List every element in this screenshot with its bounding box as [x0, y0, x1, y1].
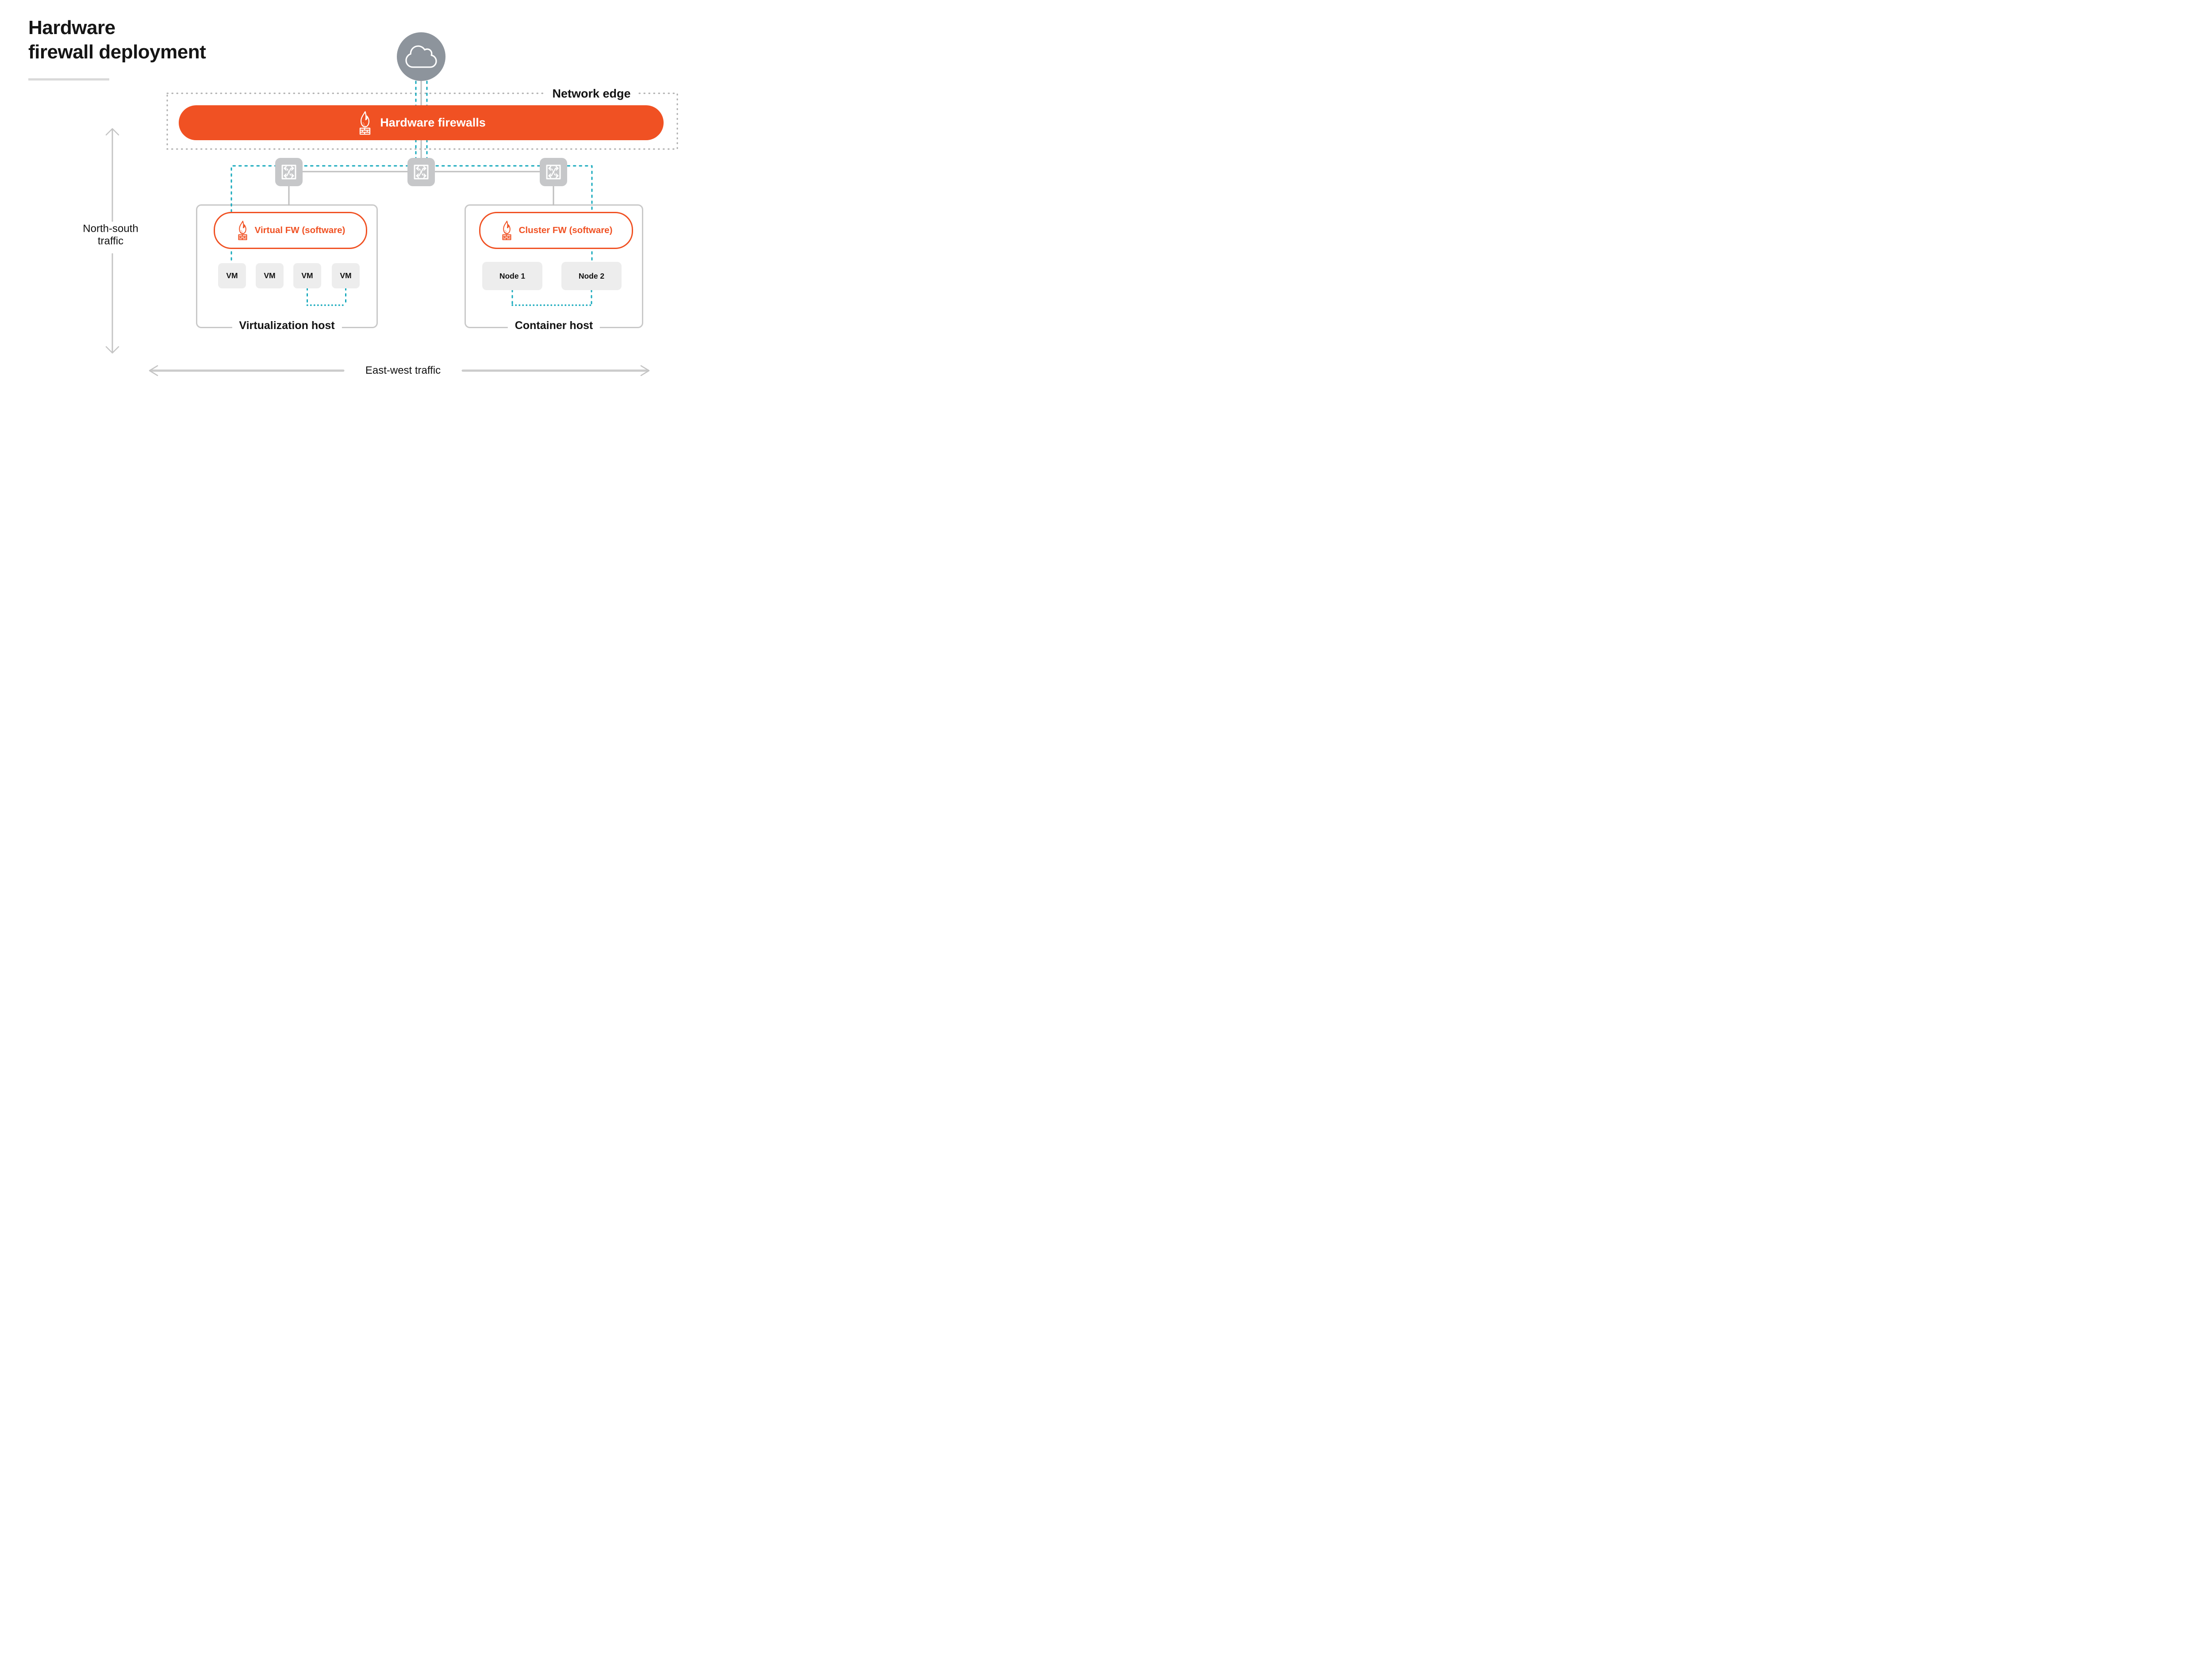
north-south-traffic-line1: North-south: [83, 222, 138, 235]
vm-box-2: VM: [256, 263, 284, 288]
page-title: Hardware firewall deployment: [28, 16, 206, 64]
firewall-icon: [238, 221, 247, 240]
node-box-1: Node 1: [482, 262, 542, 290]
hardware-firewalls-label: Hardware firewalls: [380, 116, 486, 129]
network-switch-icon: [546, 165, 561, 180]
virtualization-host-label: Virtualization host: [232, 319, 342, 333]
network-switch-icon: [281, 165, 296, 180]
page-title-line1: Hardware: [28, 17, 115, 38]
east-west-traffic-label: East-west traffic: [365, 364, 441, 376]
title-underline-rule: [28, 78, 109, 80]
north-south-traffic-label: North-south traffic: [83, 222, 138, 247]
vm-box-3: VM: [293, 263, 321, 288]
virtual-fw-pill: Virtual FW (software): [214, 212, 367, 249]
hardware-firewalls-bar: Hardware firewalls: [179, 105, 664, 140]
network-switch-left: [275, 158, 303, 186]
network-switch-middle: [407, 158, 435, 186]
vm-box-1: VM: [218, 263, 246, 288]
node-box-2: Node 2: [561, 262, 622, 290]
firewall-icon: [502, 221, 511, 240]
cluster-fw-label: Cluster FW (software): [518, 225, 613, 235]
cloud-icon: [405, 45, 437, 68]
virtual-fw-label: Virtual FW (software): [254, 225, 346, 235]
page-title-line2: firewall deployment: [28, 41, 206, 63]
cluster-fw-pill: Cluster FW (software): [479, 212, 633, 249]
network-switch-icon: [414, 165, 429, 180]
north-south-traffic-line2: traffic: [97, 235, 124, 247]
network-switch-right: [540, 158, 567, 186]
diagram-canvas: Hardware firewall deployment Virtualizat…: [0, 0, 694, 390]
internet-cloud-badge: [397, 32, 445, 81]
network-edge-label: Network edge: [544, 87, 639, 101]
gray-network-links: [288, 80, 554, 206]
container-host-label: Container host: [507, 319, 600, 333]
vm-box-4: VM: [332, 263, 360, 288]
firewall-icon: [360, 111, 371, 135]
